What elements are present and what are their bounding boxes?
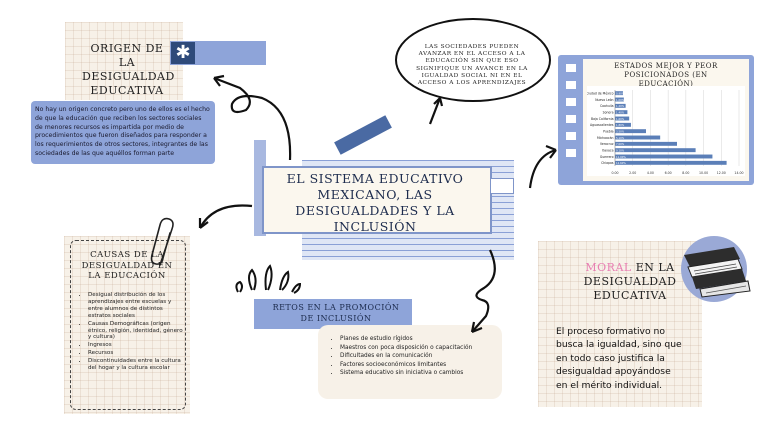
- category-label: Puebla: [603, 130, 613, 134]
- challenge-item: Sistema educativo sin iniciativa o cambi…: [340, 370, 496, 378]
- origin-card: [65, 22, 183, 100]
- moral-title-highlight: MORAL: [585, 261, 632, 274]
- snowflake-icon: ✱: [171, 42, 195, 64]
- value-label: 1.60%: [616, 117, 625, 121]
- challenge-item: Planes de estudio rígidos: [340, 336, 496, 344]
- x-tick-label: 8.00: [682, 171, 689, 175]
- category-label: Sonora: [603, 111, 614, 115]
- moral-text: El proceso formativo no busca la igualda…: [556, 326, 682, 391]
- bar: [615, 160, 727, 165]
- cause-item: Ingresos: [88, 342, 184, 349]
- x-tick-label: 4.00: [647, 171, 654, 175]
- challenges-list: Planes de estudio rígidos Maestros con p…: [330, 336, 496, 379]
- books-icon: [681, 236, 751, 302]
- category-label: Baja California: [591, 117, 614, 121]
- moral-title: MORAL EN LA DESIGUALDAD EDUCATIVA: [574, 261, 686, 303]
- category-label: Coahuila: [600, 104, 614, 108]
- value-label: 1.00%: [616, 98, 625, 102]
- x-tick-label: 6.00: [665, 171, 672, 175]
- value-label: 1.40%: [616, 110, 625, 114]
- moral-title-rest-2: DESIGUALDAD EDUCATIVA: [583, 275, 677, 302]
- category-label: Guerrero: [600, 155, 614, 159]
- bar: [615, 122, 631, 127]
- value-label: 1.80%: [616, 123, 625, 127]
- origin-title: ORIGEN DE LA DESIGUALDAD EDUCATIVA: [82, 42, 175, 97]
- arrow-to-quote: [428, 97, 442, 125]
- category-label: Aguascalientes: [590, 123, 614, 127]
- quote-bubble: [395, 18, 551, 102]
- sparkle-icon: [235, 264, 302, 294]
- origin-text: No hay un origen concreto pero uno de el…: [31, 101, 215, 164]
- value-label: 1.20%: [616, 104, 625, 108]
- value-label: 11.00%: [616, 155, 626, 159]
- arrow-to-causes: [199, 204, 253, 229]
- challenge-item: Factores socioeconómicos limitantes: [340, 362, 496, 370]
- bar: [615, 97, 624, 102]
- x-tick-label: 10.00: [699, 171, 708, 175]
- category-label: Chiapas: [601, 161, 614, 165]
- chart-panel-title: ESTADOS MEJOR Y PEOR POSICIONADOS (EN ED…: [614, 62, 718, 88]
- bar: [615, 129, 646, 134]
- x-tick-label: 12.00: [717, 171, 726, 175]
- central-title: EL SISTEMA EDUCATIVO MEXICANO, LAS DESIG…: [286, 171, 464, 234]
- central-card: [262, 166, 492, 234]
- value-label: 5.10%: [616, 136, 625, 140]
- challenge-item: Maestros con poca disposición o capacita…: [340, 345, 496, 353]
- arrow-to-origin: [213, 76, 292, 161]
- x-tick-label: 0.00: [611, 171, 618, 175]
- causes-title: CAUSAS DE LA DESIGUALDAD EN LA EDUCACIÓN: [81, 250, 173, 281]
- arrow-to-chart: [528, 148, 557, 189]
- value-label: 12.60%: [616, 161, 626, 165]
- x-tick-label: 14.00: [734, 171, 743, 175]
- bar: [615, 91, 623, 96]
- causes-list: Desigual distribución de los aprendizaje…: [78, 292, 184, 373]
- value-label: 0.90%: [616, 91, 625, 95]
- cause-item: Recursos: [88, 350, 184, 357]
- category-label: Ciudad de México: [587, 92, 614, 96]
- bar: [615, 135, 661, 140]
- x-tick-label: 2.00: [629, 171, 636, 175]
- challenges-card: [318, 325, 502, 399]
- bar-chart: 0.00 2.00 4.00 6.00 8.00 10.00 12.00 14.00 Ciuda…: [587, 86, 745, 176]
- challenges-banner: [254, 299, 412, 329]
- category-label: Nuevo León: [595, 98, 613, 102]
- challenge-item: Dificultades en la comunicación: [340, 353, 496, 361]
- moral-title-rest-1: EN LA: [635, 261, 675, 274]
- bar: [615, 110, 628, 115]
- causes-inner: [70, 240, 186, 410]
- cause-item: Causas Demográficas (origen étnico, reli…: [88, 321, 184, 342]
- bar: [615, 116, 630, 121]
- category-label: Michoacán: [597, 136, 614, 140]
- bar: [615, 103, 626, 108]
- bar: [615, 148, 696, 153]
- cause-item: Desigual distribución de los aprendizaje…: [88, 292, 184, 320]
- value-label: 9.10%: [616, 148, 625, 152]
- value-label: 3.50%: [616, 129, 625, 133]
- central-tape: [334, 115, 392, 155]
- causes-card: [64, 236, 190, 414]
- central-side-tab: [490, 178, 514, 194]
- bar: [615, 154, 713, 159]
- paperclip-icon: [150, 217, 174, 266]
- quote-text: LAS SOCIEDADES PUEDEN AVANZAR EN EL ACCE…: [416, 44, 528, 87]
- category-label: Veracruz: [600, 142, 614, 146]
- category-label: Oaxaca: [602, 149, 614, 153]
- value-label: 7.00%: [616, 142, 625, 146]
- bar: [615, 141, 677, 146]
- moral-card: [538, 241, 702, 407]
- arrow-to-challenges: [471, 249, 496, 333]
- challenges-title: RETOS EN LA PROMOCIÓN DE INCLUSIÓN: [272, 303, 400, 323]
- chart-panel-binding: [566, 64, 578, 178]
- cause-item: Discontinuidades entre la cultura del ho…: [88, 358, 184, 372]
